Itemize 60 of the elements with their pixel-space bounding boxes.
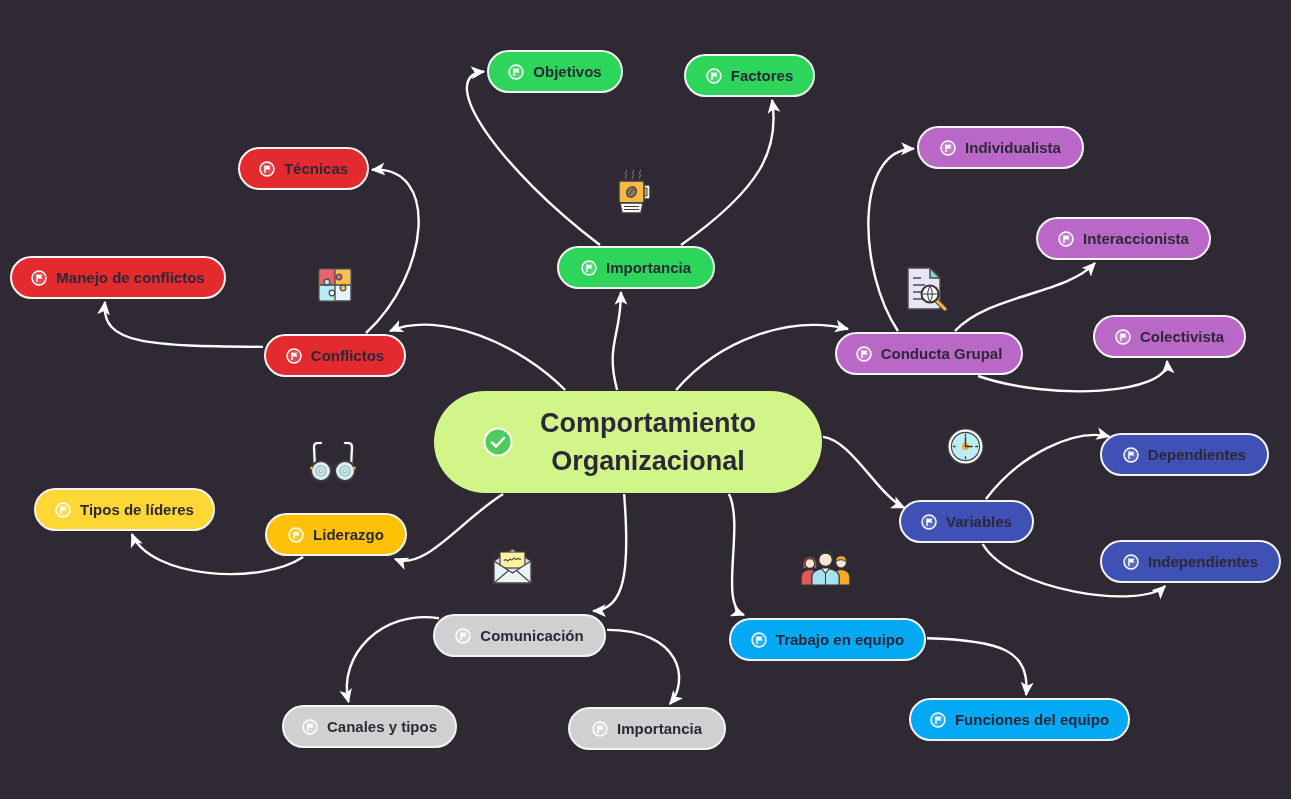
topic-node (684, 54, 815, 97)
topic-node (568, 707, 726, 750)
topic-label: Individualista (965, 139, 1061, 156)
topic-label: Liderazgo (313, 526, 384, 543)
connector-arrow (954, 262, 1096, 332)
topic-node (264, 334, 406, 377)
topic-label: Interaccionista (1083, 230, 1189, 247)
topic-node (282, 705, 457, 748)
connector-arrow (926, 637, 1033, 697)
topic-label: Trabajo en equipo (775, 631, 905, 648)
topic-label: Conflictos (310, 347, 385, 364)
topic-node (1093, 315, 1246, 358)
topic-node (34, 488, 215, 531)
topic-node (729, 618, 926, 661)
connector-arrow (611, 290, 628, 391)
topic-label: Factores (730, 67, 794, 84)
topic-label: Técnicas (283, 160, 349, 177)
connector-arrow (675, 320, 850, 391)
connector-arrow (680, 98, 780, 246)
topic-label: Manejo de conflictos (56, 269, 205, 286)
topic-node (909, 698, 1130, 741)
connector-arrow (393, 493, 504, 569)
topic-label: Dependientes (1147, 446, 1247, 463)
connector-arrow (130, 533, 304, 576)
topic-node (917, 126, 1084, 169)
topic-label: Importancia (617, 720, 702, 737)
topic-label: Independientes (1148, 553, 1258, 570)
topic-node (265, 513, 407, 556)
connector-arrow (365, 164, 420, 334)
topic-label: Canales y tipos (326, 718, 437, 735)
connector-arrow (606, 628, 683, 705)
topic-node (487, 50, 623, 93)
connector-arrow (465, 69, 601, 246)
topic-label: Funciones del equipo (954, 711, 1110, 728)
topic-label: Conducta Grupal (880, 345, 1003, 362)
topic-label: Colectivista (1139, 328, 1225, 345)
connector-arrow (822, 435, 906, 509)
topic-label: Objetivos (533, 63, 602, 80)
connector-arrow (340, 616, 440, 704)
connector-arrow (591, 493, 628, 616)
topic-node (1100, 540, 1281, 583)
connector-arrow (985, 428, 1111, 500)
topic-node (238, 147, 369, 190)
connector-arrow (98, 300, 263, 349)
topic-node (1100, 433, 1269, 476)
topic-label: Variables (946, 513, 1012, 530)
topic-node (10, 256, 226, 299)
topic-node (557, 246, 715, 289)
topic-node (835, 332, 1023, 375)
connector-arrow (727, 493, 745, 616)
connector-arrow (981, 543, 1167, 599)
topic-label: Tipos de líderes (80, 501, 194, 518)
connector-arrow (388, 321, 566, 391)
topic-label: Comunicación (480, 627, 584, 644)
topic-node (433, 614, 606, 657)
topic-node (899, 500, 1034, 543)
topic-label: Importancia (606, 259, 691, 276)
central-topic-label: Comportamiento Organizacional (539, 407, 757, 478)
topic-node (1036, 217, 1211, 260)
connector-arrow (867, 144, 916, 332)
